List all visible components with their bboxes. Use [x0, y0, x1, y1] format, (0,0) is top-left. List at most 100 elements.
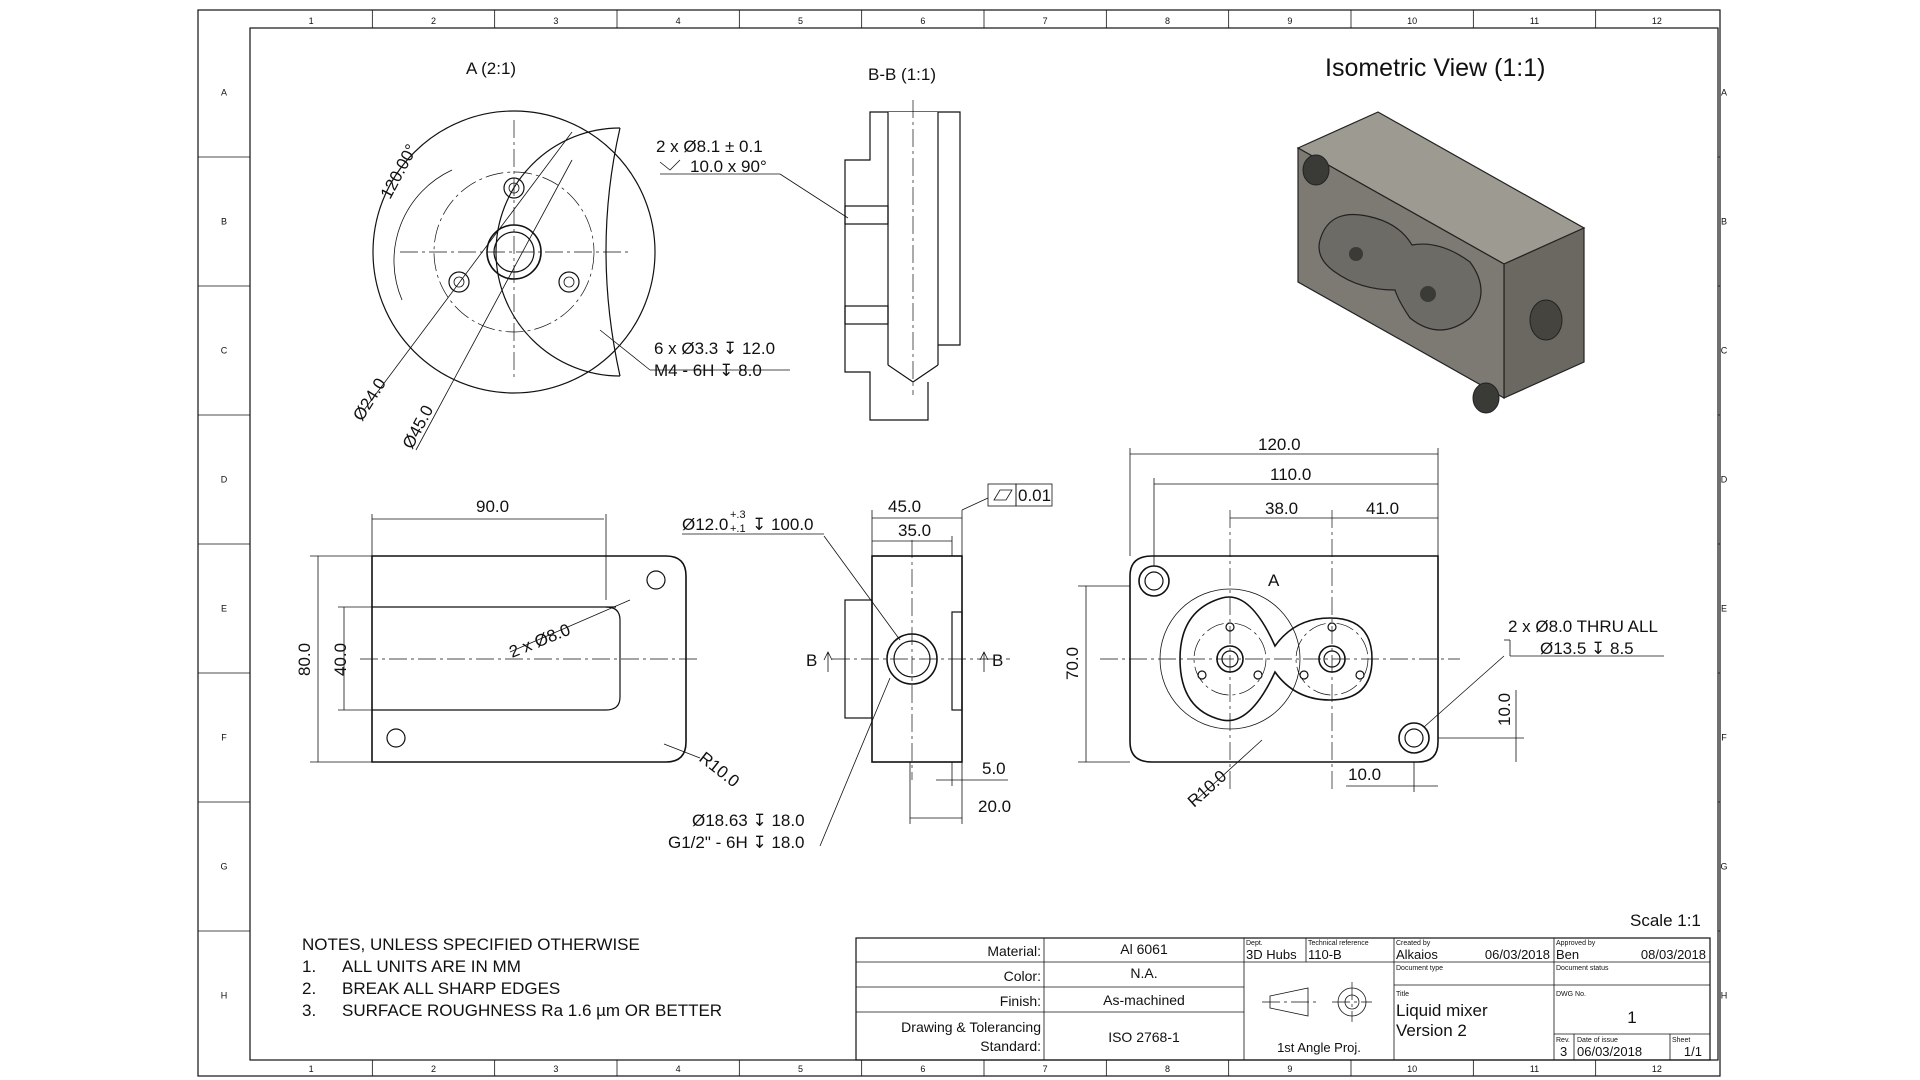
detail-a-holes-callout-2: M4 - 6H ↧ 8.0	[654, 361, 762, 380]
standard-value: ISO 2768-1	[1108, 1029, 1180, 1045]
column-zone-label: 8	[1165, 1064, 1170, 1074]
notes-block: NOTES, UNLESS SPECIFIED OTHERWISE 1. ALL…	[302, 935, 722, 1020]
detail-a-title: A (2:1)	[466, 59, 516, 78]
section-bb-callout-1: 2 x Ø8.1 ± 0.1	[656, 137, 763, 156]
column-zone-label: 9	[1287, 16, 1292, 26]
row-zone-label: F	[221, 733, 227, 743]
material-value: Al 6061	[1120, 941, 1168, 957]
section-view-b-b: B-B (1:1) 2 x Ø8.1 ± 0.1 10.0 x 90°	[656, 65, 961, 421]
note-1-text: ALL UNITS ARE IN MM	[342, 957, 521, 976]
row-zone-label: B	[1721, 217, 1727, 227]
row-zone-label: D	[221, 475, 228, 485]
projection-label: 1st Angle Proj.	[1277, 1040, 1361, 1055]
right-view-dim-10-vertical: 10.0	[1495, 693, 1514, 726]
column-zone-label: 7	[1043, 16, 1048, 26]
notes-heading: NOTES, UNLESS SPECIFIED OTHERWISE	[302, 935, 640, 954]
row-zone-label: E	[1721, 604, 1727, 614]
issue-date-label: Date of issue	[1577, 1037, 1618, 1044]
title-label: Title	[1396, 991, 1409, 998]
row-zone-label: H	[221, 991, 228, 1001]
standard-label-line-2: Standard:	[980, 1038, 1041, 1054]
isometric-view: Isometric View (1:1)	[1296, 54, 1586, 414]
column-zone-label: 11	[1530, 1064, 1539, 1074]
column-zone-label: 6	[920, 1064, 925, 1074]
color-label: Color:	[1004, 968, 1041, 984]
title-line-2: Version 2	[1396, 1021, 1467, 1040]
column-zone-label: 8	[1165, 16, 1170, 26]
finish-label: Finish:	[1000, 993, 1041, 1009]
rev-label: Rev.	[1556, 1037, 1570, 1044]
side-view-middle: B B 45.0 35.0 0.01 Ø12.0 +.3 +.1 ↧ 100.0…	[668, 483, 1053, 852]
left-view-width: 90.0	[476, 497, 509, 516]
column-zone-label: 5	[798, 1064, 803, 1074]
row-zone-label: A	[1721, 88, 1727, 98]
doctype-label: Document type	[1396, 965, 1443, 972]
detail-a-inner-diameter: Ø24.0	[349, 375, 390, 424]
row-zone-label: D	[1721, 475, 1728, 485]
color-value: N.A.	[1130, 965, 1157, 981]
right-view-height: 70.0	[1063, 647, 1082, 680]
column-zone-label: 9	[1287, 1064, 1292, 1074]
column-zone-label: 7	[1043, 1064, 1048, 1074]
right-view-detail-mark: A	[1268, 571, 1280, 590]
row-zone-label: B	[221, 217, 227, 227]
issue-date: 06/03/2018	[1577, 1044, 1642, 1059]
note-2-number: 2.	[302, 979, 316, 998]
column-zone-label: 12	[1652, 1064, 1662, 1074]
middle-view-flatness: 0.01	[1018, 486, 1051, 505]
column-zone-label: 1	[309, 16, 314, 26]
techref-label: Technical reference	[1308, 940, 1369, 947]
middle-view-port-callout-1: Ø18.63 ↧ 18.0	[692, 811, 805, 830]
middle-view-bore-tol-upper: +.3	[730, 509, 746, 521]
column-zone-label: 2	[431, 1064, 436, 1074]
right-view-radius: R10.0	[1184, 766, 1230, 810]
column-zone-label: 12	[1652, 16, 1662, 26]
left-view-height: 80.0	[295, 643, 314, 676]
scale-label: Scale 1:1	[1630, 911, 1701, 930]
sheet-label: Sheet	[1672, 1037, 1690, 1044]
note-1-number: 1.	[302, 957, 316, 976]
column-zone-label: 1	[309, 1064, 314, 1074]
approved-by: Ben	[1556, 947, 1579, 962]
column-zone-label: 6	[920, 16, 925, 26]
column-zone-label: 11	[1530, 16, 1539, 26]
note-3-number: 3.	[302, 1001, 316, 1020]
standard-label-line-1: Drawing & Tolerancing	[901, 1019, 1041, 1035]
approved-date: 08/03/2018	[1641, 947, 1706, 962]
middle-view-port-callout-2: G1/2" - 6H ↧ 18.0	[668, 833, 805, 852]
middle-view-width-outer: 45.0	[888, 497, 921, 516]
row-zone-label: H	[1721, 991, 1728, 1001]
first-angle-projection-icon	[1262, 982, 1372, 1022]
column-zone-label: 5	[798, 16, 803, 26]
top-view-left: 90.0 80.0 40.0 2 x Ø8.0 R10.0	[295, 497, 743, 791]
row-zone-label: F	[1721, 733, 1727, 743]
docstatus-label: Document status	[1556, 965, 1609, 972]
column-zone-label: 10	[1407, 16, 1417, 26]
row-zone-label: A	[221, 88, 227, 98]
right-view-holes-callout-2: Ø13.5 ↧ 8.5	[1540, 639, 1634, 658]
section-bb-title: B-B (1:1)	[868, 65, 936, 84]
dept-label: Dept.	[1246, 940, 1263, 947]
title-line-1: Liquid mixer	[1396, 1001, 1488, 1020]
right-view-dim-41: 41.0	[1366, 499, 1399, 518]
right-view-width-holes: 110.0	[1270, 465, 1311, 484]
middle-view-bore-depth: ↧ 100.0	[752, 515, 814, 534]
row-zone-label: G	[1720, 862, 1727, 872]
left-view-radius: R10.0	[696, 748, 743, 791]
column-zone-label: 3	[553, 16, 558, 26]
material-label: Material:	[987, 943, 1041, 959]
row-zone-label: G	[220, 862, 227, 872]
detail-a-holes-callout-1: 6 x Ø3.3 ↧ 12.0	[654, 339, 775, 358]
left-view-slot: 2 x Ø8.0	[506, 620, 573, 662]
column-zone-label: 4	[676, 1064, 681, 1074]
middle-view-bore: Ø12.0	[682, 515, 728, 534]
detail-view-a: A (2:1) 120.00° Ø24.0 Ø45.0 6 x Ø3.3 ↧ 1…	[349, 59, 790, 452]
left-view-inner-height: 40.0	[331, 643, 350, 676]
detail-a-outer-diameter: Ø45.0	[399, 402, 438, 452]
right-view-holes-callout-1: 2 x Ø8.0 THRU ALL	[1508, 617, 1658, 636]
section-bb-callout-2: 10.0 x 90°	[690, 157, 767, 176]
dwg-number: 1	[1627, 1008, 1636, 1027]
